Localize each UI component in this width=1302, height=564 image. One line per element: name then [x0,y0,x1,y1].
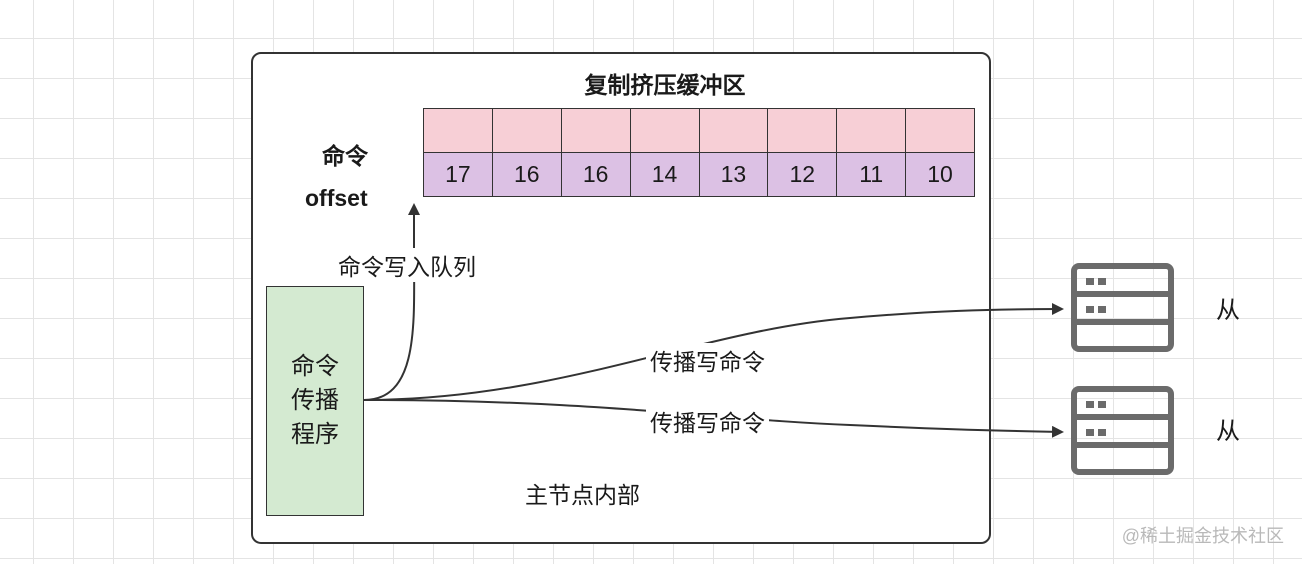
watermark: @稀土掘金技术社区 [1121,526,1284,546]
propagate-arrow-1 [363,303,1064,401]
offset-cell: 17 [445,161,471,187]
command-cell [491,109,561,152]
offset-cells-row: 17 16 16 14 13 12 11 10 [423,152,975,197]
offset-cell: 11 [836,153,905,196]
offset-cell: 13 [698,153,768,196]
propagation-line-3: 程序 [291,421,339,448]
offset-cell: 16 [491,153,561,196]
command-cell [836,109,905,152]
offset-cell: 10 [905,153,974,196]
command-cell [905,109,974,152]
slave-label-1: 从 [1216,297,1240,324]
offset-cell: 14 [629,153,699,196]
offset-cell: 12 [767,153,836,196]
offset-row-label: offset [305,185,368,211]
command-cell [698,109,768,152]
write-queue-label: 命令写入队列 [334,248,480,282]
write-queue-arrow [363,203,420,401]
propagate-label-2: 传播写命令 [646,404,769,438]
propagate-label-1: 传播写命令 [646,343,769,377]
buffer-title: 复制挤压缓冲区 [584,72,746,98]
command-cell [560,109,630,152]
command-cells-row [423,108,975,153]
command-cell [767,109,836,152]
propagation-line-2: 传播 [291,387,339,414]
slave-label-2: 从 [1216,418,1240,445]
propagation-line-1: 命令 [291,353,339,380]
command-cell [629,109,699,152]
propagate-arrow-2 [363,399,1064,438]
propagation-program-box: 命令 传播 程序 [266,286,364,516]
command-row-label: 命令 [322,143,368,169]
offset-cell: 16 [560,153,630,196]
main-node-label: 主节点内部 [525,482,640,508]
server-icon [1071,386,1174,475]
server-icon [1071,263,1174,352]
